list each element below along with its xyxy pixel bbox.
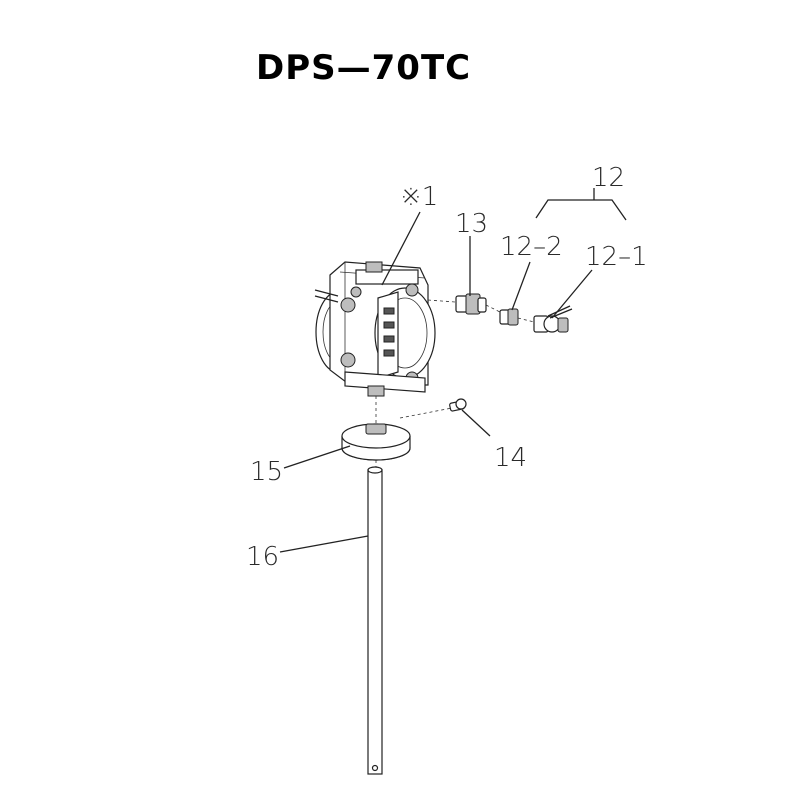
label-14: 14 xyxy=(494,443,527,473)
part-12-2-fitting xyxy=(499,308,535,326)
part-15-foot-disc xyxy=(341,423,411,470)
part-12-1-valve xyxy=(533,305,573,333)
label-pump: ※1 xyxy=(400,182,438,212)
leader-lines xyxy=(279,188,627,553)
page-title: DPS—70TC xyxy=(256,48,472,88)
label-12-2: 12–2 xyxy=(500,232,563,262)
diaphragm-pump xyxy=(314,261,456,430)
label-13: 13 xyxy=(455,209,488,239)
label-12-1: 12–1 xyxy=(585,242,648,272)
part-14-screw xyxy=(399,398,467,419)
part-16-suction-tube xyxy=(367,466,383,775)
part-13-fitting xyxy=(455,293,501,315)
label-15: 15 xyxy=(250,457,283,487)
label-16: 16 xyxy=(246,542,279,572)
label-12: 12 xyxy=(592,163,625,193)
